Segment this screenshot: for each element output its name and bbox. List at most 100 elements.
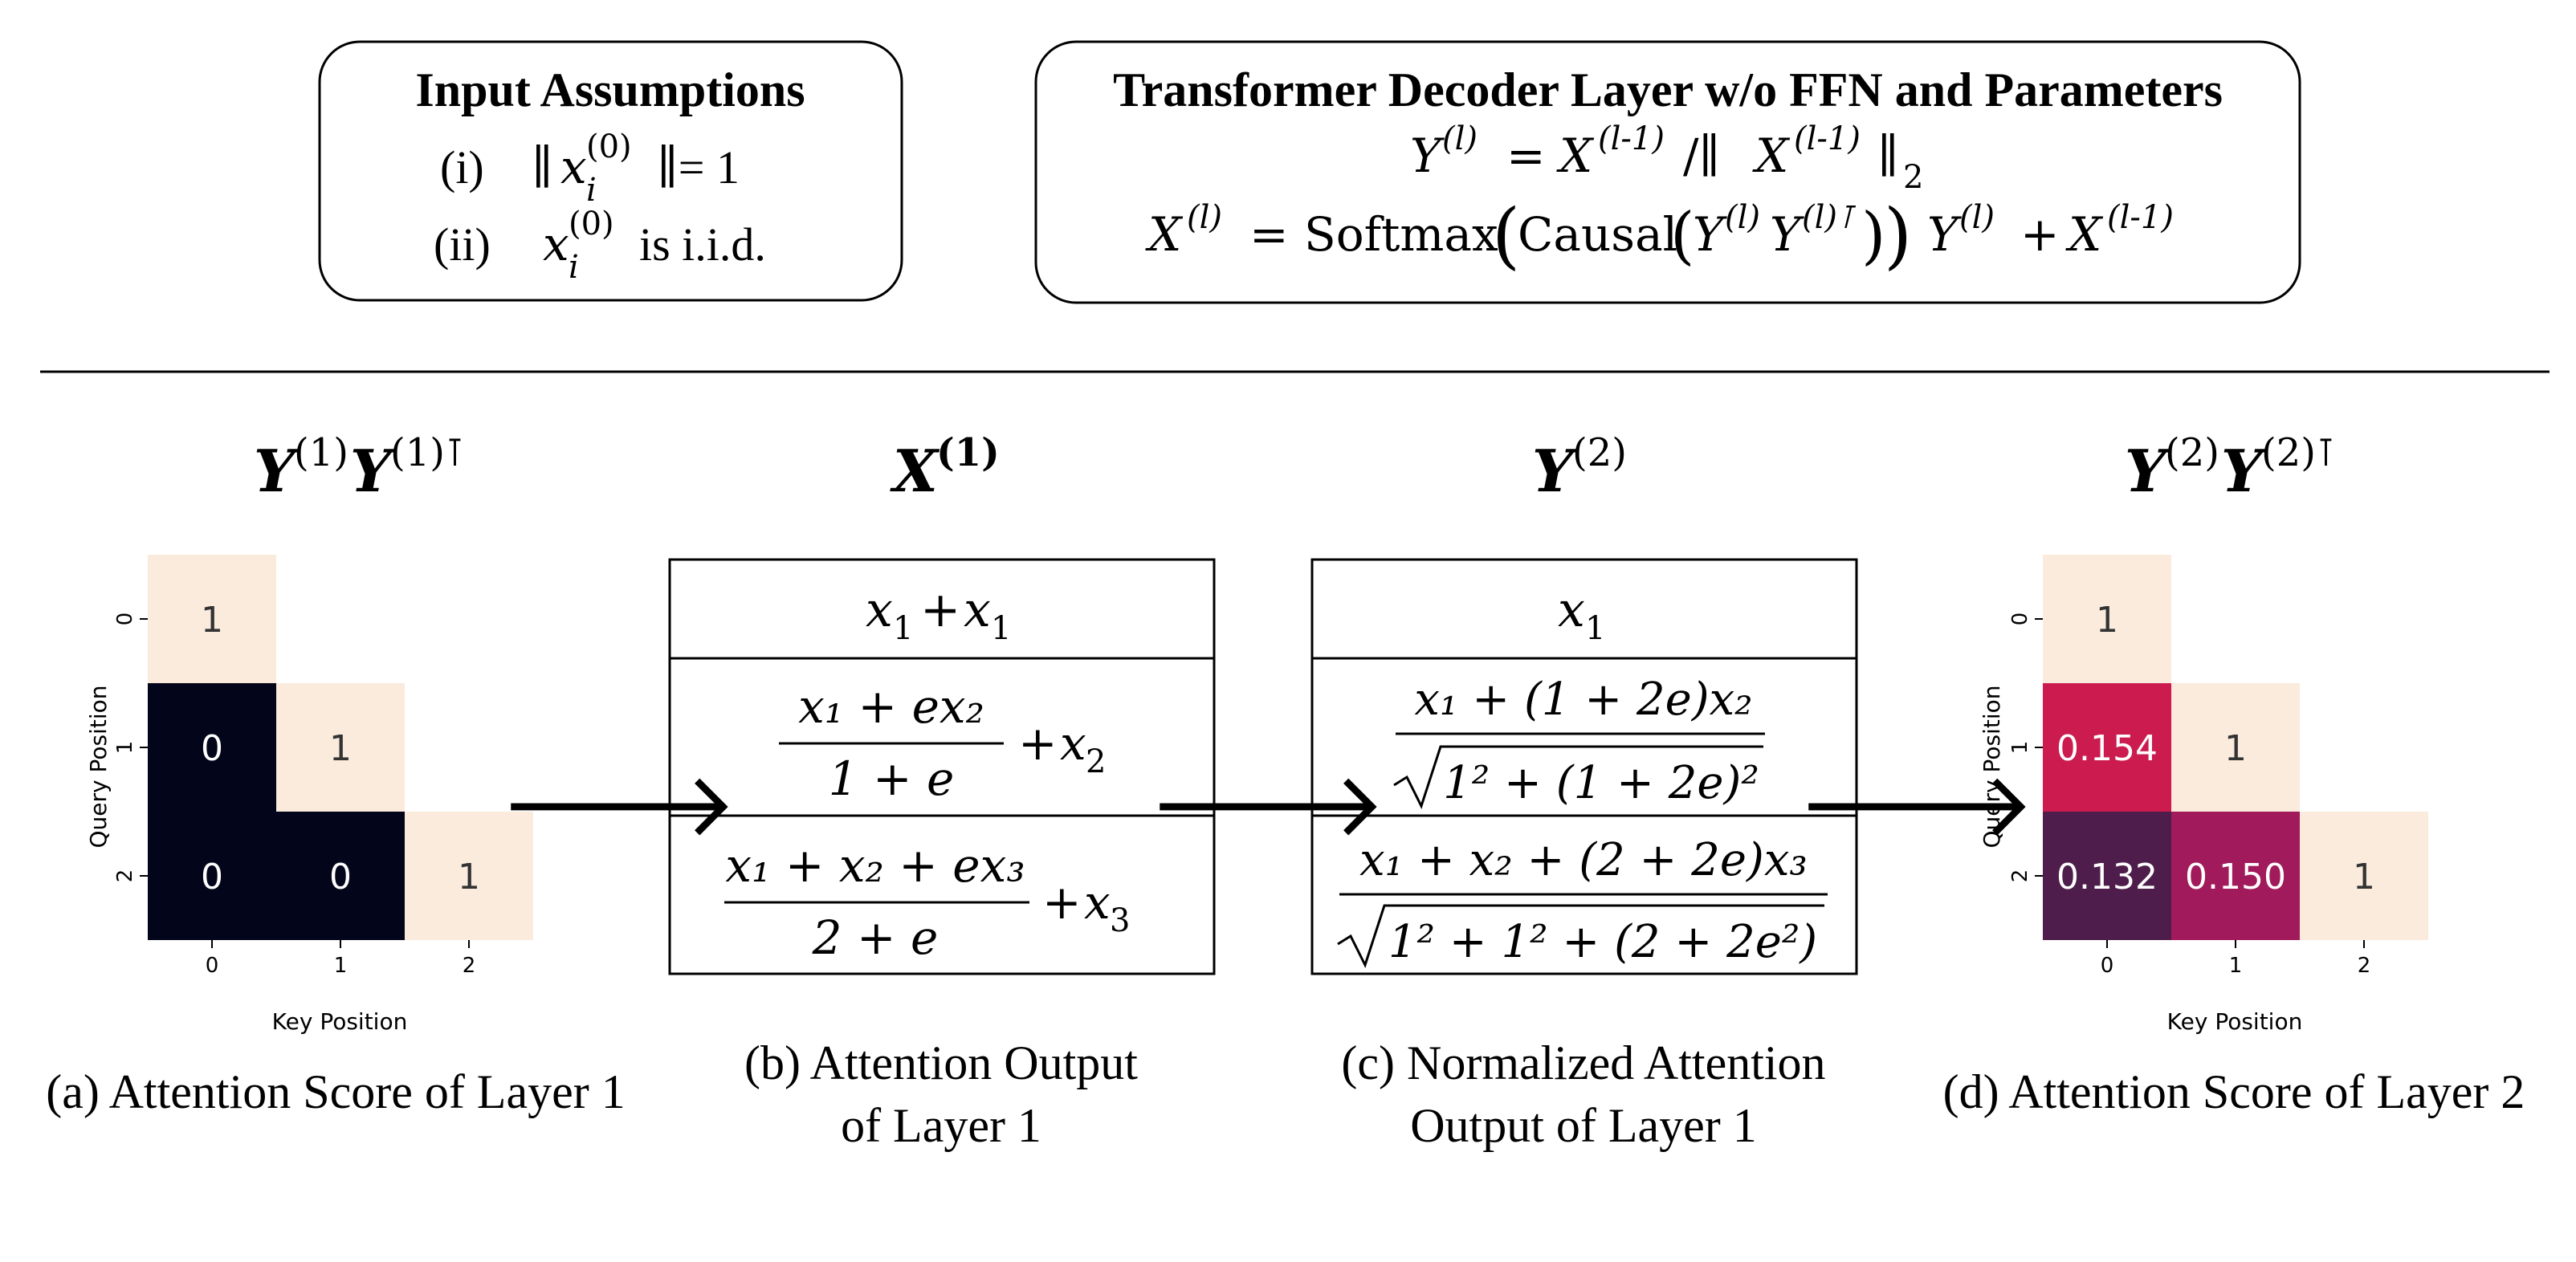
- heatmap-cell-label: 0: [201, 857, 223, 898]
- svg-text:1 + e: 1 + e: [829, 751, 955, 806]
- decoder-layer-box: Transformer Decoder Layer w/o FFN and Pa…: [1034, 40, 2301, 304]
- heatmap-cell-label: 0: [329, 857, 352, 898]
- svg-text:2: 2: [1903, 159, 1923, 196]
- svg-text:Causal: Causal: [1518, 207, 1677, 262]
- heatmap-cell-label: 1: [201, 600, 223, 641]
- heatmap-cell: [276, 683, 405, 812]
- assumption-i-close: ∥= 1: [657, 141, 740, 193]
- svg-text:(l): (l): [1442, 120, 1478, 157]
- heatmap-cell-label: 1: [2224, 728, 2247, 769]
- heatmap-cell-label: 1: [2096, 600, 2118, 641]
- assumption-ii-sub: i: [569, 249, 579, 286]
- y-tick-label: 1: [113, 741, 137, 755]
- y-tick-label: 2: [2008, 869, 2032, 883]
- panel-c-table: [1310, 558, 1858, 975]
- x-tick-label: 2: [2358, 954, 2371, 978]
- svg-text:(: (: [1492, 193, 1520, 278]
- svg-text:+: +: [1042, 875, 1082, 930]
- svg-text:Y: Y: [350, 437, 397, 505]
- svg-text:x₁ + ex₂: x₁ + ex₂: [798, 679, 984, 734]
- x-tick-label: 0: [2101, 954, 2114, 978]
- panel-b-caption-line1: (b) Attention Output: [744, 1036, 1138, 1089]
- panel-d-xlabel: Key Position: [2167, 1008, 2303, 1035]
- svg-text:(l)⊺: (l)⊺: [1802, 199, 1857, 236]
- svg-text:2 + e: 2 + e: [812, 910, 939, 965]
- assumption-i: (i) ∥ x: [440, 140, 587, 194]
- heatmap-cell-label: 0: [201, 728, 223, 769]
- svg-text:x₁ + x₂ + (2 + 2e)x₃: x₁ + x₂ + (2 + 2e)x₃: [1359, 834, 1808, 886]
- svg-text:1: 1: [1585, 610, 1605, 647]
- heatmap-cell-label: 0.154: [2056, 728, 2158, 769]
- svg-text:=: =: [1506, 128, 1546, 183]
- panel-c-row-2: x₁ + (1 + 2e)x₂ 1² + (1 + 2e)²: [1393, 674, 1765, 809]
- svg-text:(l-1): (l-1): [2107, 199, 2174, 236]
- panel-b-row-2: x₁ + ex₂ 1 + e + x 2: [779, 679, 1106, 806]
- svg-text:Y: Y: [1770, 207, 1804, 262]
- svg-text:x: x: [1558, 582, 1585, 638]
- panel-b-row-1: x 1 + x 1: [866, 582, 1011, 647]
- svg-text:x₁ + x₂ + ex₃: x₁ + x₂ + ex₃: [725, 838, 1025, 893]
- heatmap-cell: [2171, 683, 2300, 812]
- panel-c-title: Y (2): [1532, 430, 1627, 505]
- svg-text:Y: Y: [1693, 207, 1727, 262]
- arrow-right-icon: 🡒: [1798, 753, 2035, 856]
- arrow-right-icon: 🡒: [1149, 753, 1386, 856]
- sqrt-icon: [1337, 904, 1824, 968]
- equation-x: X (l) = Softmax ( Causal ( Y (l) Y (l)⊺ …: [1145, 193, 2174, 278]
- svg-text:=: =: [1249, 207, 1289, 262]
- decoder-layer-title: Transformer Decoder Layer w/o FFN and Pa…: [1113, 63, 2223, 116]
- svg-text:+: +: [2020, 207, 2060, 262]
- heatmap-cell: [276, 812, 405, 940]
- svg-text:x: x: [1060, 716, 1086, 771]
- svg-text:): ): [1884, 193, 1912, 278]
- input-assumptions-box: Input Assumptions (i) ∥ x i (0) ∥= 1 (ii…: [318, 40, 903, 302]
- panel-b: X (1) x 1 + x 1 x₁ + ex₂ 1 + e + x 2 x₁ …: [668, 430, 1216, 1152]
- sqrt-icon: [1393, 745, 1763, 809]
- assumption-ii-num: (ii): [434, 218, 491, 271]
- y-tick-label: 1: [2008, 741, 2032, 755]
- svg-text:(1)⊺: (1)⊺: [390, 430, 465, 475]
- heatmap-cell: [2300, 812, 2428, 940]
- panel-c-row-1: x 1: [1558, 582, 1605, 647]
- svg-text:(2): (2): [2165, 430, 2219, 475]
- panel-b-row-3: x₁ + x₂ + ex₃ 2 + e + x 3: [724, 838, 1130, 965]
- heatmap-cell: [2171, 812, 2300, 940]
- svg-text:x: x: [1084, 875, 1111, 930]
- svg-text:): ): [1861, 200, 1885, 272]
- assumption-ii-sup: (0): [569, 206, 614, 242]
- panel-a-xlabel: Key Position: [272, 1008, 408, 1035]
- heatmap-cell: [148, 555, 276, 683]
- svg-text:∥: ∥: [1877, 128, 1899, 183]
- heatmap-cell: [405, 812, 533, 940]
- svg-text:(l-1): (l-1): [1598, 120, 1665, 157]
- heatmap-cell: [2043, 812, 2171, 940]
- y-tick-label: 0: [2008, 613, 2032, 626]
- panel-c-caption-line2: Output of Layer 1: [1410, 1099, 1757, 1152]
- svg-text:Softmax: Softmax: [1304, 207, 1498, 262]
- svg-text:(l): (l): [1725, 199, 1760, 236]
- heatmap-cell-label: 1: [458, 857, 480, 898]
- heatmap-cell: [148, 683, 276, 812]
- svg-text:(l-1): (l-1): [1794, 120, 1861, 157]
- svg-text:+: +: [920, 582, 960, 638]
- heatmap-cell-label: 1: [329, 728, 352, 769]
- svg-text:1: 1: [991, 610, 1011, 647]
- svg-text:+: +: [1018, 716, 1058, 771]
- x-tick-label: 1: [2229, 954, 2243, 978]
- svg-text:1² + (1 + 2e)²: 1² + (1 + 2e)²: [1443, 757, 1759, 809]
- y-tick-label: 0: [113, 613, 137, 626]
- panel-a-caption: (a) Attention Score of Layer 1: [46, 1065, 625, 1118]
- svg-text:1: 1: [893, 610, 913, 647]
- assumption-ii-text: is i.i.d.: [639, 218, 766, 271]
- svg-text:1² + 1² + (2 + 2e²): 1² + 1² + (2 + 2e²): [1388, 916, 1817, 968]
- svg-text:(l): (l): [1959, 199, 1995, 236]
- panel-c-row-3: x₁ + x₂ + (2 + 2e)x₃ 1² + 1² + (2 + 2e²): [1337, 834, 1828, 968]
- assumption-i-sup: (0): [586, 128, 632, 165]
- svg-text:(1): (1): [936, 430, 1000, 475]
- panel-d-caption: (d) Attention Score of Layer 2: [1943, 1065, 2525, 1118]
